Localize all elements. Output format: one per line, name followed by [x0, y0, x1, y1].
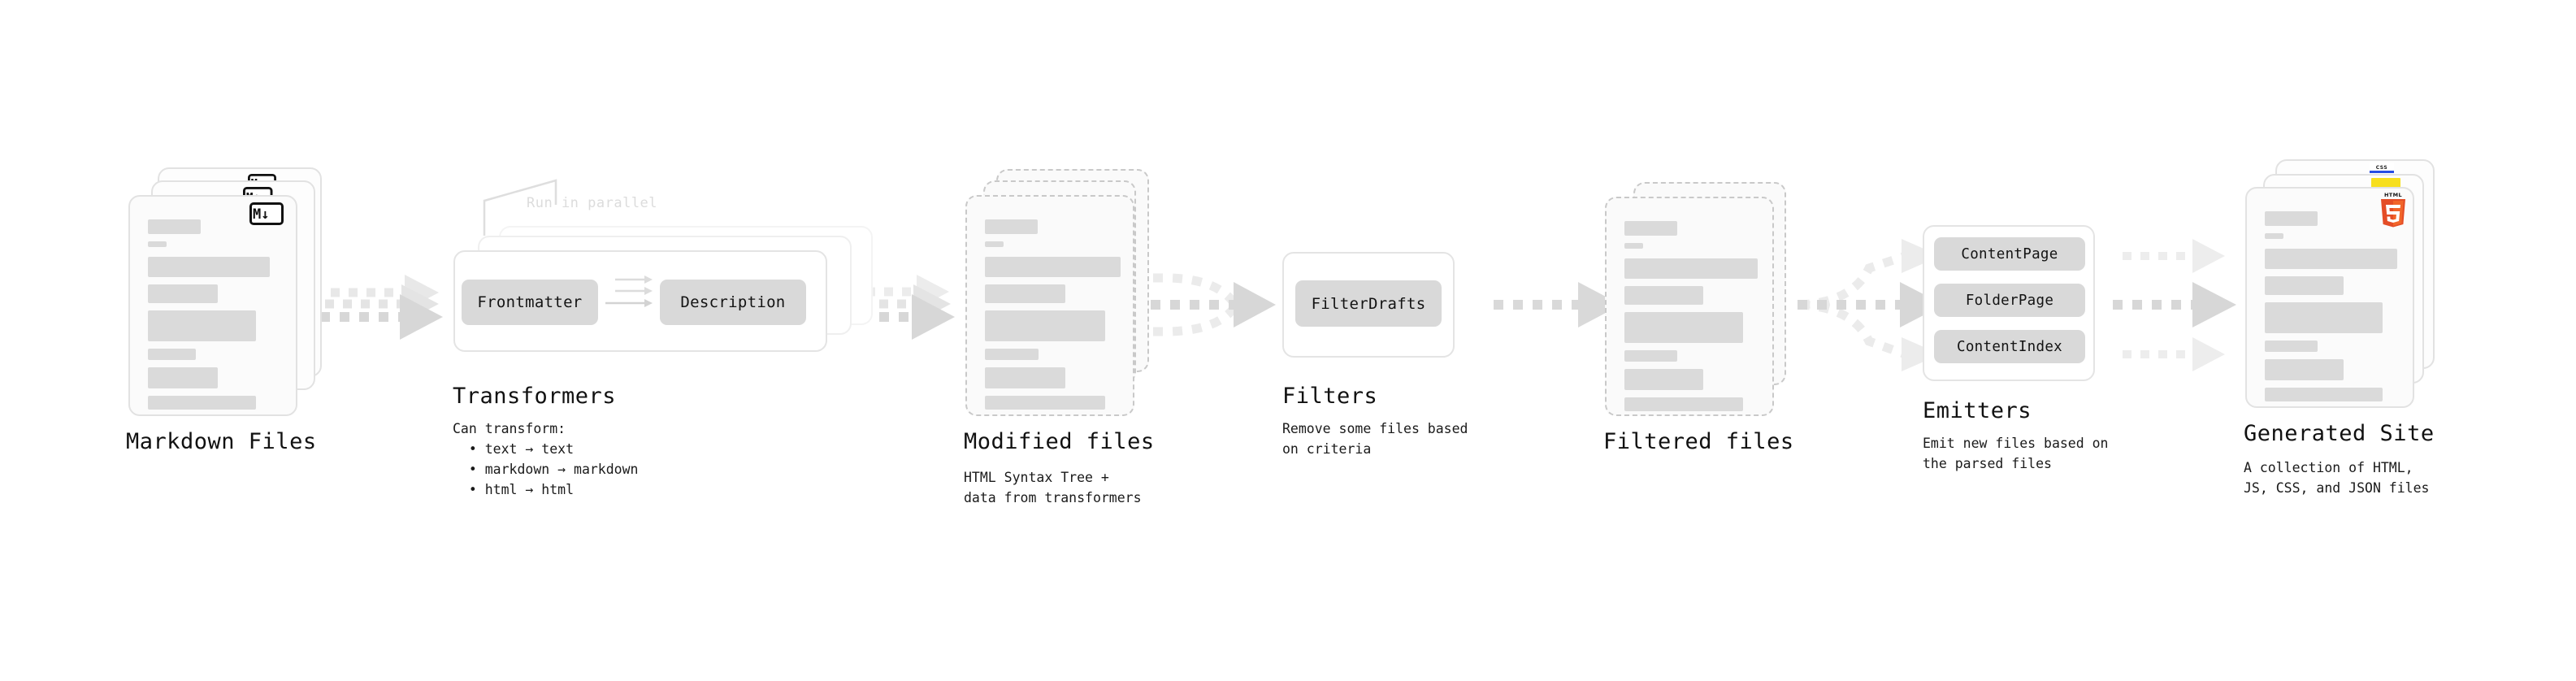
emitter-chip-contentindex[interactable]: ContentIndex	[1934, 330, 2085, 363]
stage-title: Markdown Files	[126, 429, 317, 454]
doc-bar	[2265, 302, 2383, 333]
doc-bar	[985, 257, 1121, 277]
doc-content-bars	[1624, 221, 1758, 419]
doc-bar	[985, 219, 1038, 234]
doc-bar	[148, 257, 270, 277]
doc-bar	[1624, 397, 1743, 411]
css3-icon: CSS	[2370, 163, 2394, 173]
doc-bar	[148, 310, 256, 341]
doc-content-bars	[985, 219, 1121, 417]
stage-title: Filtered files	[1603, 429, 1794, 454]
doc-bar	[2265, 388, 2383, 401]
doc-bar	[148, 349, 196, 360]
css3-icon-label: CSS	[2375, 165, 2388, 171]
doc-bar	[1624, 369, 1703, 390]
emitter-chip-contentpage[interactable]: ContentPage	[1934, 237, 2085, 271]
stage-title: Emitters	[1923, 398, 2032, 423]
doc-bar	[985, 284, 1065, 303]
doc-bar	[2265, 211, 2318, 226]
doc-bar	[148, 284, 218, 303]
transformer-chip-frontmatter[interactable]: Frontmatter	[462, 280, 598, 325]
stage-subtitle: HTML Syntax Tree + data from transformer…	[964, 470, 1142, 505]
doc-bar	[1624, 286, 1703, 305]
doc-bar	[2265, 249, 2397, 269]
doc-content-bars	[148, 219, 280, 417]
run-in-parallel-note: Run in parallel	[527, 195, 658, 211]
doc-bar	[2265, 340, 2318, 352]
doc-bar	[1624, 258, 1758, 279]
doc-bar	[985, 349, 1039, 360]
modified-doc-front	[965, 195, 1134, 416]
doc-bar	[148, 367, 218, 388]
doc-bar	[1624, 221, 1677, 236]
doc-bar	[2265, 233, 2283, 239]
doc-bar	[985, 310, 1105, 341]
stage-subtitle: Remove some files based on criteria	[1282, 421, 1468, 457]
doc-bar	[2265, 276, 2344, 295]
html5-icon: HTML	[2377, 191, 2409, 228]
doc-bar	[985, 396, 1105, 410]
stage-subtitle: Emit new files based on the parsed files	[1923, 436, 2109, 471]
stage-title: Transformers	[453, 384, 617, 409]
doc-bar	[985, 241, 1004, 247]
doc-bar	[148, 219, 201, 234]
doc-bar	[1624, 350, 1677, 362]
svg-text:HTML: HTML	[2384, 192, 2402, 198]
svg-text:M↓: M↓	[253, 206, 269, 221]
stage-subtitle: A collection of HTML, JS, CSS, and JSON …	[2244, 460, 2430, 496]
filtered-doc-front	[1605, 197, 1774, 416]
stage-title: Generated Site	[2244, 421, 2435, 446]
doc-bar	[148, 241, 167, 247]
css3-icon-underline	[2370, 171, 2394, 173]
markdown-doc-front	[128, 195, 297, 416]
doc-bar	[2265, 359, 2344, 380]
doc-bar	[1624, 243, 1643, 249]
filter-chip-filterdrafts[interactable]: FilterDrafts	[1295, 280, 1442, 327]
doc-bar	[985, 367, 1065, 388]
transformer-chip-description[interactable]: Description	[660, 280, 806, 325]
doc-bar	[1624, 312, 1743, 343]
stage-title: Filters	[1282, 384, 1378, 409]
stage-subtitle: Can transform: • text → text • markdown …	[453, 421, 639, 497]
doc-bar	[148, 396, 256, 410]
emitter-chip-folderpage[interactable]: FolderPage	[1934, 284, 2085, 317]
markdown-icon: M↓	[249, 202, 284, 225]
doc-content-bars	[2265, 211, 2397, 409]
stage-title: Modified files	[964, 429, 1155, 454]
